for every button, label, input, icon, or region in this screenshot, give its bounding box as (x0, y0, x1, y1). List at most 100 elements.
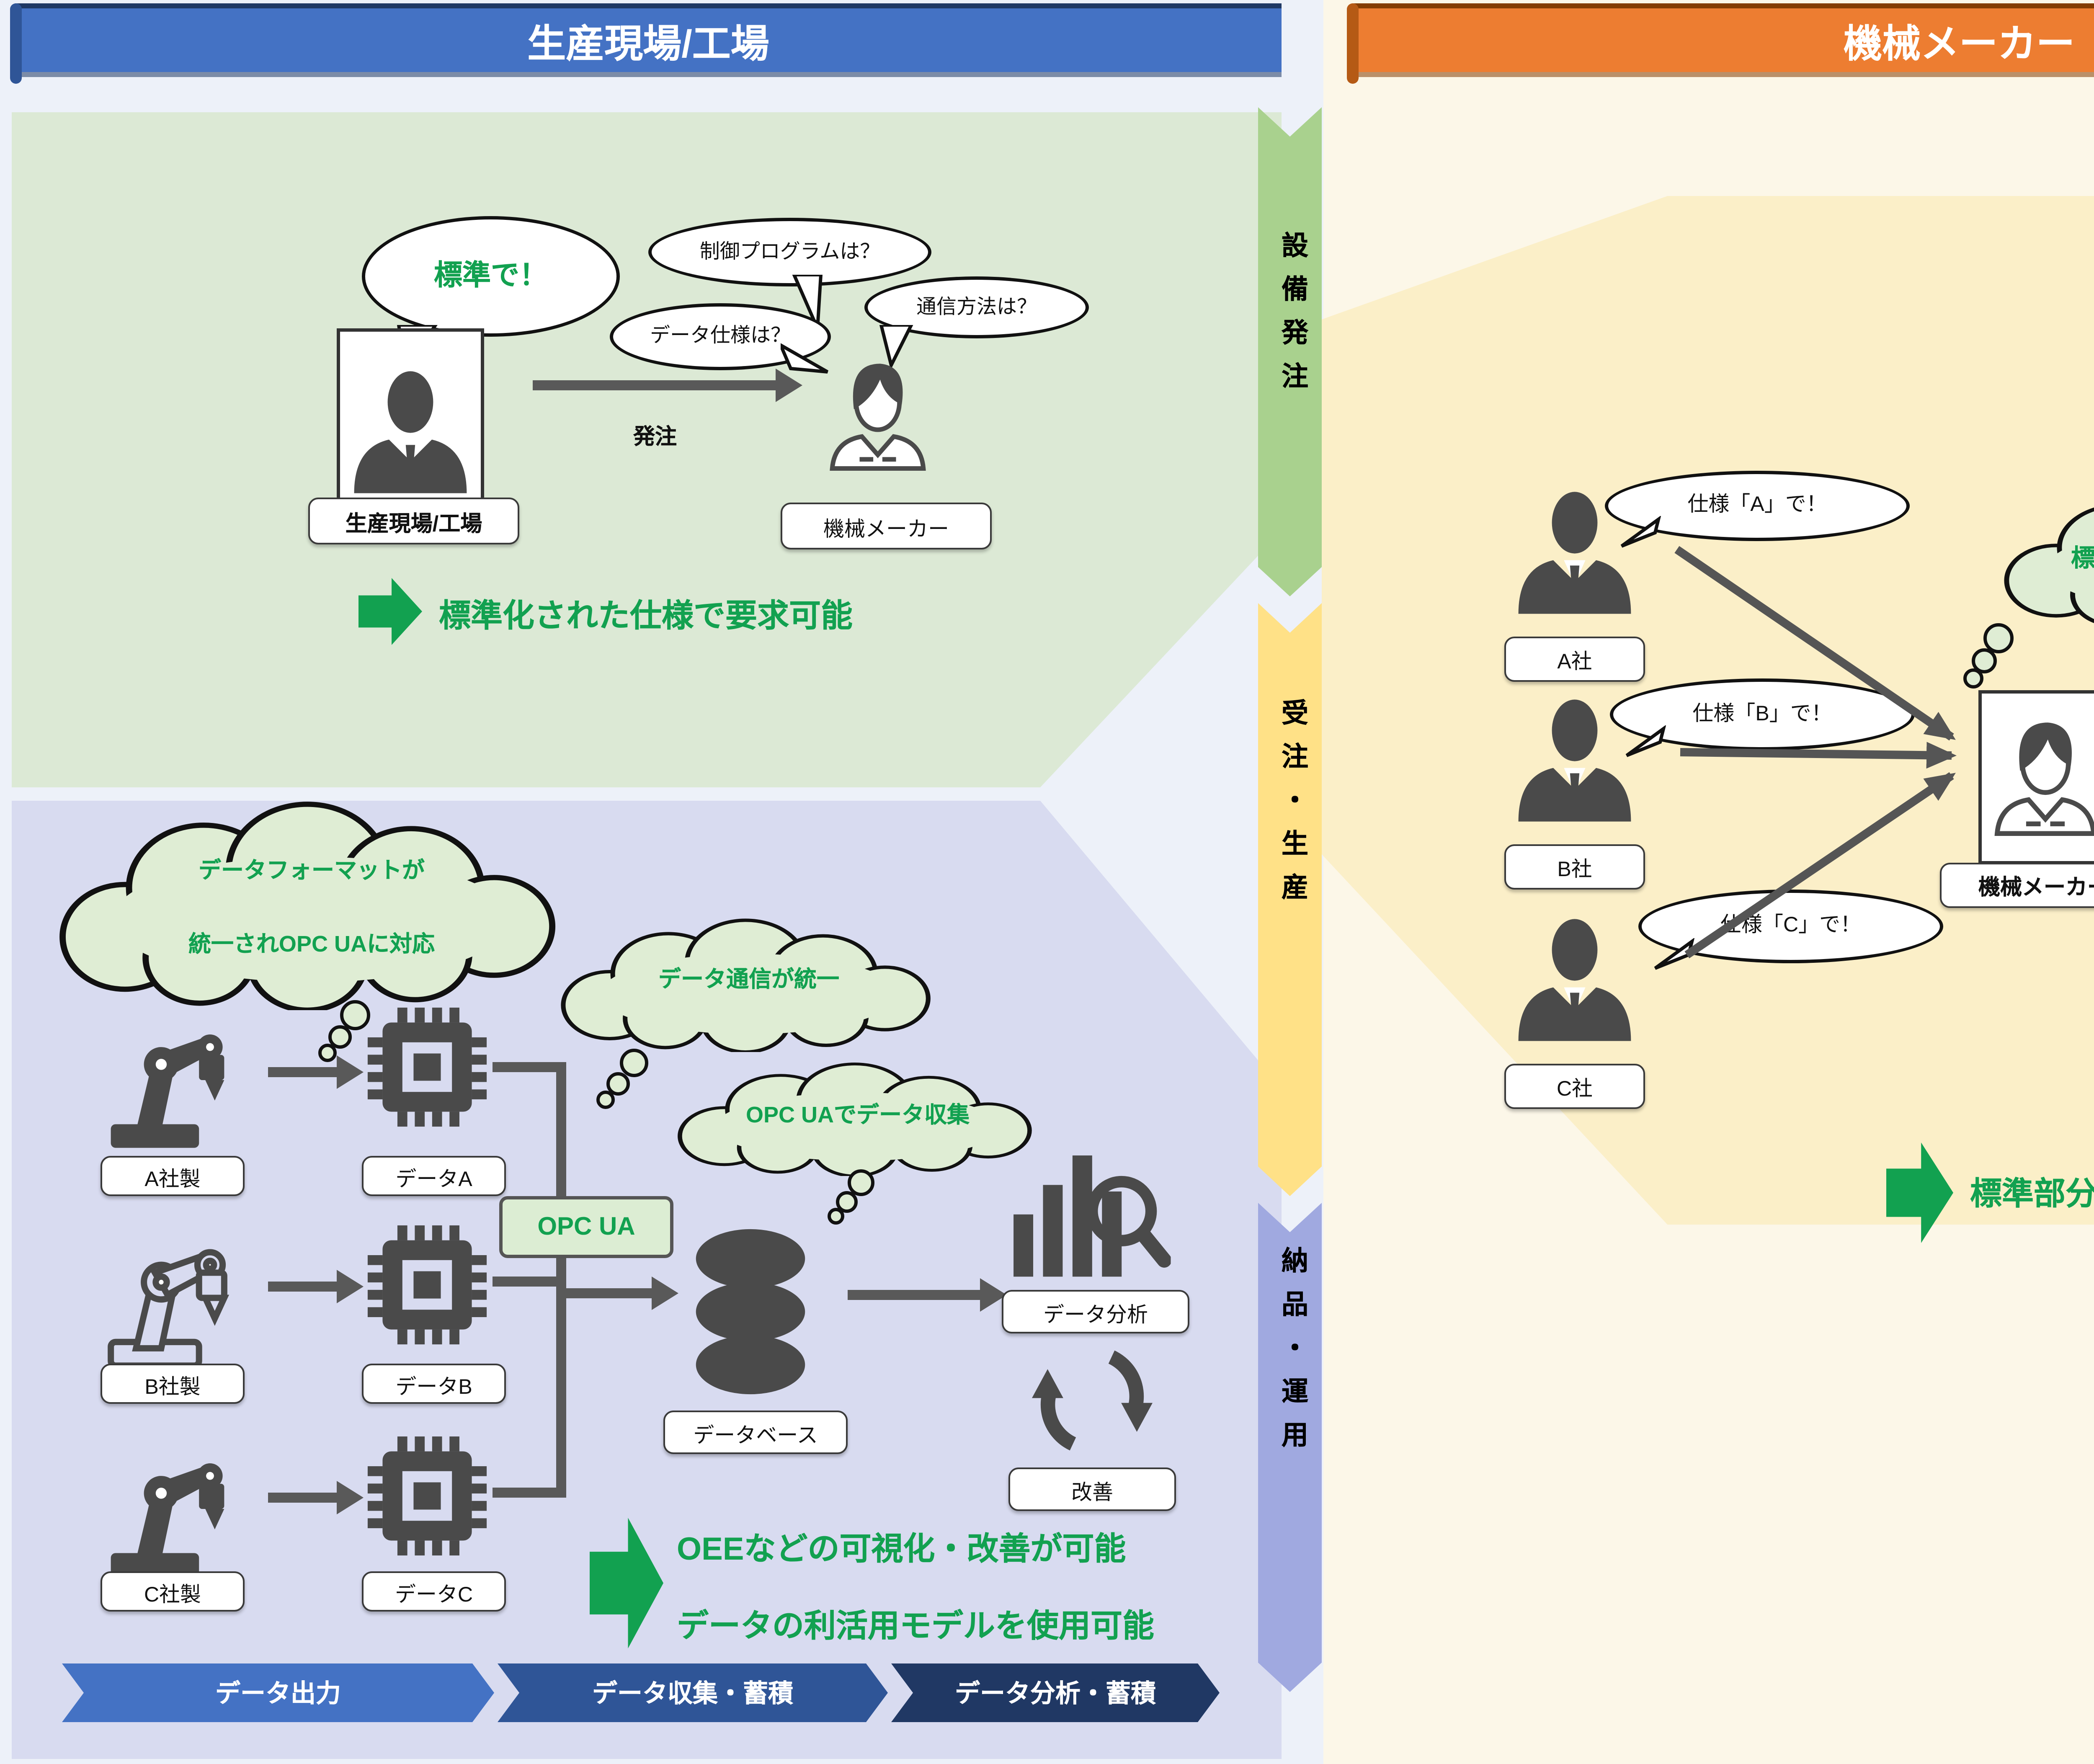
factory-person-label: 生産現場/工場 (308, 498, 519, 544)
factory-benefit1-text: OEEなどの可視化・改善が可能 (677, 1533, 1126, 1568)
cloud-data-format-line1: データフォーマットが (199, 858, 425, 883)
opcua-badge: OPC UA (499, 1196, 673, 1258)
thought-circle-icon (620, 1049, 648, 1077)
cloud-data-format-line2: 統一されOPC UAに対応 (188, 931, 435, 957)
bubble-text: 仕様「B」で！ (1692, 701, 1832, 725)
bubble-tail-icon (879, 325, 913, 369)
label-text: A社製 (144, 1167, 201, 1190)
machine-c-label: C社製 (101, 1571, 245, 1612)
flow-arrow-icon (268, 1055, 364, 1089)
speech-bubble-standard: 標準で！ (362, 216, 620, 337)
cloud-data-comm-text: データ通信が統一 (658, 967, 839, 992)
company-c-label: C社 (1504, 1064, 1645, 1109)
maker-header-title: 機械メーカー (1844, 22, 2075, 65)
bubble-tail-icon (1625, 725, 1666, 757)
thought-circle-icon (340, 1000, 370, 1030)
step-data-output: データ出力 (62, 1663, 494, 1722)
thought-circle-icon (828, 1208, 844, 1225)
bubble-text: 制御プログラムは？ (699, 239, 880, 263)
label-text: C社製 (144, 1582, 201, 1606)
bus-line (493, 1488, 566, 1498)
factory-header-title: 生産現場/工場 (527, 22, 769, 65)
robot-c-icon (84, 1424, 251, 1581)
scroll-curl-icon (10, 3, 22, 84)
company-c-person-icon (1508, 893, 1642, 1060)
label-text: C社 (1556, 1077, 1593, 1101)
robot-b-icon (84, 1213, 251, 1370)
thought-circle-icon (606, 1072, 630, 1096)
label-text: B社製 (144, 1375, 201, 1398)
thought-circle-icon (848, 1169, 874, 1196)
company-a-label: A社 (1504, 637, 1645, 682)
label-text: 機械メーカー (823, 517, 949, 540)
maker-person-icon (821, 325, 935, 503)
step-text: データ出力 (215, 1680, 341, 1709)
flow-arrow-icon (268, 1270, 364, 1303)
bus-arrow-icon (556, 1277, 678, 1310)
maker-benefit-text: 標準部分の共通化で開発効率UP (1970, 1178, 2094, 1213)
label-text: データC (395, 1582, 473, 1606)
chip-a-icon (365, 1002, 489, 1132)
maker-person-icon (1985, 697, 2094, 854)
phase-label: 受注・生産 (1277, 699, 1305, 916)
thought-circle-icon (836, 1191, 858, 1213)
database-icon (677, 1223, 824, 1400)
bubble-text: データ仕様は？ (650, 324, 791, 348)
bubble-text: 仕様「A」で！ (1687, 493, 1827, 516)
phase-label: 納品・運用 (1277, 1246, 1305, 1464)
phase-equipment-order: 設備発注 (1258, 107, 1322, 596)
thought-circle-icon (596, 1091, 615, 1109)
bus-line (493, 1062, 566, 1072)
cloud-opcua-collect-text: OPC UAでデータ収集 (745, 1102, 970, 1127)
step-data-analyze: データ分析・蓄積 (891, 1663, 1220, 1722)
flow-arrow-icon (268, 1481, 364, 1514)
label-text: 生産現場/工場 (345, 510, 482, 535)
data-c-label: データC (362, 1571, 506, 1612)
converging-arrows-icon (1674, 546, 1957, 959)
label-text: データB (395, 1375, 472, 1398)
business-person-icon (343, 335, 477, 523)
thought-circle-icon (318, 1044, 337, 1062)
robot-a-icon (84, 995, 251, 1153)
data-b-label: データB (362, 1364, 506, 1404)
factory-benefit-text: 標準化された仕様で要求可能 (439, 600, 853, 635)
thought-circle-icon (328, 1025, 352, 1049)
label-text: データ分析 (1043, 1302, 1148, 1326)
scroll-curl-icon (1347, 3, 1359, 84)
bus-line (556, 1062, 566, 1498)
chip-b-icon (365, 1220, 489, 1350)
label-text: データベース (693, 1423, 818, 1447)
database-label: データベース (663, 1411, 848, 1454)
cloud-data-format-icon (42, 801, 581, 1010)
bubble-text: 通信方法は？ (916, 294, 1037, 318)
label-text: 機械メーカー (1978, 874, 2094, 900)
maker-header: 機械メーカー (1347, 3, 2094, 84)
ordering-panel (12, 112, 1282, 787)
improvement-cycle-icon (1022, 1340, 1163, 1461)
flow-arrow-icon (848, 1278, 1007, 1312)
factory-header: 生産現場/工場 (10, 3, 1282, 84)
phase-label: 設備発注 (1277, 231, 1305, 405)
step-text: データ収集・蓄積 (592, 1680, 793, 1709)
company-b-person-icon (1508, 673, 1642, 841)
maker-person-label-right: 機械メーカー (1940, 863, 2094, 908)
label-text: B社 (1557, 858, 1592, 881)
label-text: 改善 (1071, 1480, 1113, 1504)
cloud-standard-common-text: 標準化された部分は共通 (2071, 546, 2094, 573)
phase-delivery-operation: 納品・運用 (1258, 1203, 1322, 1692)
opcua-text: OPC UA (537, 1213, 635, 1241)
maker-person-photo (1978, 690, 2094, 864)
thought-circle-icon (1963, 668, 1983, 689)
bubble-text: 標準で！ (434, 259, 548, 291)
label-text: A社 (1557, 650, 1592, 673)
data-analysis-icon (1005, 1136, 1173, 1283)
data-a-label: データA (362, 1156, 506, 1196)
thought-circle-icon (1983, 623, 2014, 653)
bus-line (493, 1277, 566, 1287)
bubble-tail-icon (1620, 516, 1661, 548)
bubble-tail-icon (781, 343, 828, 374)
company-b-label: B社 (1504, 844, 1645, 890)
speech-bubble-control-program: 制御プログラムは？ (648, 218, 931, 286)
phase-order-production: 受注・生産 (1258, 603, 1322, 1196)
